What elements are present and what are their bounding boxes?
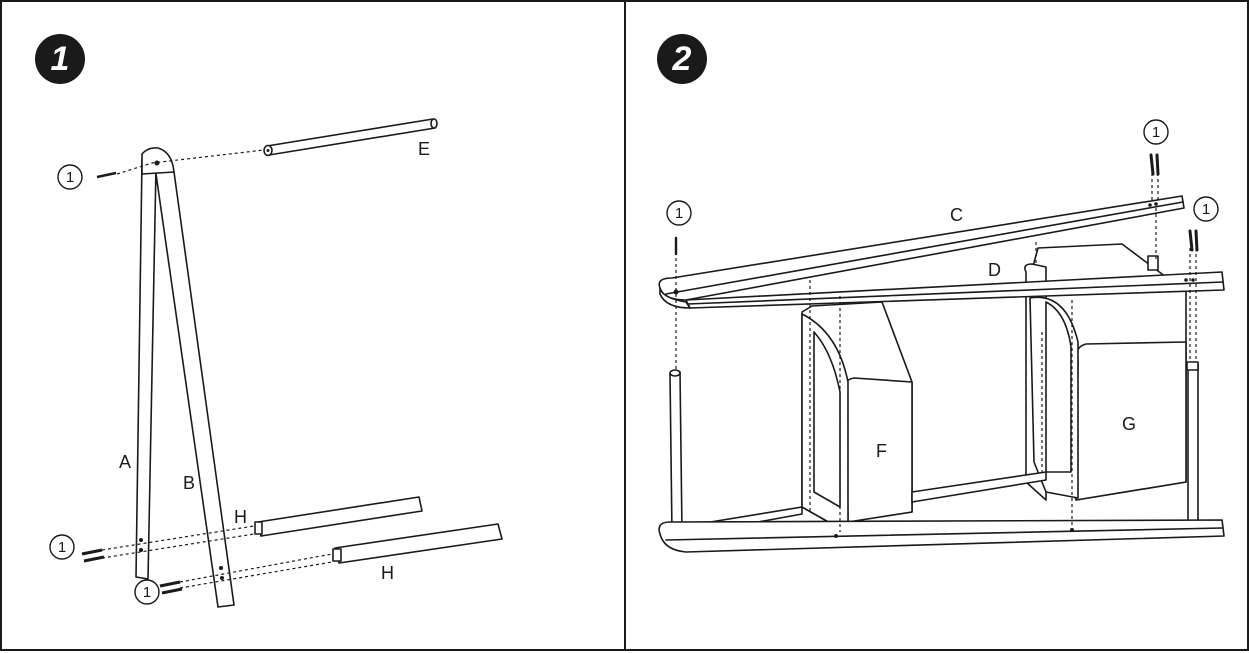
bar-h-lower	[334, 523, 503, 564]
leg-left	[669, 371, 683, 535]
callout-screw-3: 1	[143, 584, 151, 601]
step-1-panel: 1	[0, 0, 626, 651]
callout-screw-2: 1	[58, 539, 66, 556]
callout-screw-1: 1	[66, 169, 74, 186]
leg-b	[153, 159, 235, 608]
label-part-a: A	[119, 452, 131, 472]
step-2-diagram: 1 1 1 C D F G	[658, 119, 1225, 553]
callout-screw-3: 1	[1202, 201, 1210, 218]
label-part-e: E	[418, 139, 430, 159]
callout-screw-1: 1	[675, 205, 683, 222]
leg-right	[1187, 363, 1199, 533]
callout-screw-2: 1	[1152, 124, 1160, 141]
leg-a	[135, 159, 157, 580]
step-1-diagram: 1 1 1 A B E H H	[49, 118, 503, 608]
step-number-badge: 1	[35, 34, 85, 84]
rod-e	[266, 118, 436, 156]
label-part-b: B	[183, 473, 195, 493]
bar-h-upper	[257, 496, 423, 537]
step-number-badge: 2	[657, 34, 707, 84]
label-part-f: F	[876, 441, 887, 461]
label-part-d: D	[988, 260, 1001, 280]
label-part-h-upper: H	[234, 507, 247, 527]
screw-icon	[674, 153, 1199, 256]
label-part-c: C	[950, 205, 963, 225]
label-part-h-lower: H	[381, 563, 394, 583]
step-2-panel: 2	[624, 0, 1249, 651]
screw-icon	[81, 171, 183, 595]
label-part-g: G	[1122, 414, 1136, 434]
rail-bottom	[658, 519, 1225, 553]
